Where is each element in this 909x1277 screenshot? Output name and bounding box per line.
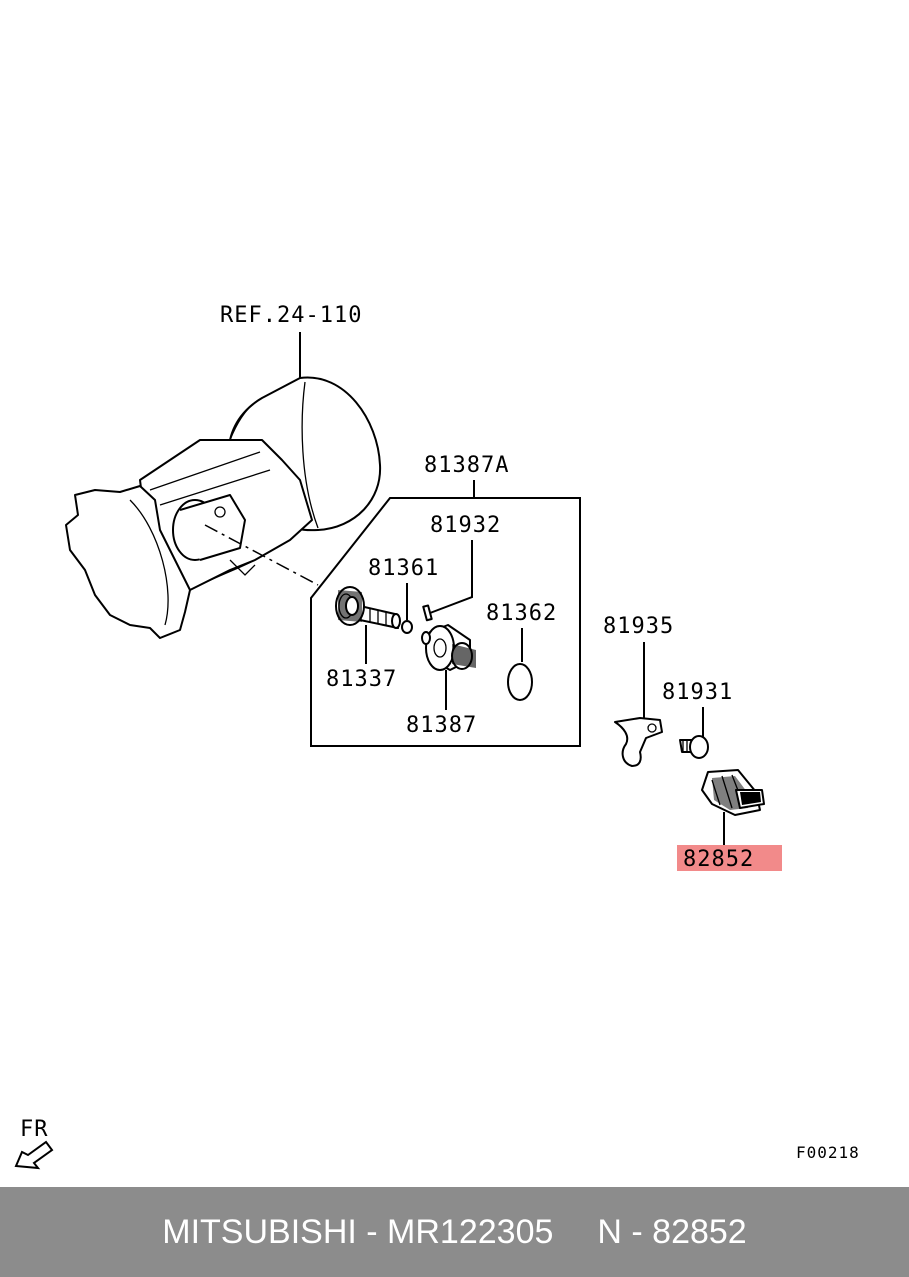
pin-81932 — [422, 604, 433, 622]
part-81361-label: 81361 — [368, 556, 439, 581]
part-81931-label: 81931 — [662, 680, 733, 705]
oring-81361 — [401, 620, 413, 634]
part-82852-highlight — [677, 845, 782, 871]
bolt-81931 — [679, 735, 709, 759]
ref-label: REF.24-110 — [220, 303, 362, 328]
front-indicator-label: FR — [20, 1117, 49, 1142]
assembly-frame — [310, 497, 581, 747]
front-arrow-icon — [14, 1140, 54, 1170]
oring-81362 — [507, 663, 533, 701]
gear-shaft-81337 — [335, 586, 401, 629]
footer-part-number: MITSUBISHI - MR122305 — [162, 1212, 554, 1251]
part-81932-leader — [429, 540, 473, 614]
footer-bar: MITSUBISHI - MR122305 N - 82852 — [0, 1187, 909, 1277]
footer-reference: N - 82852 — [597, 1212, 747, 1251]
part-81362-label: 81362 — [486, 601, 557, 626]
figure-code: F00218 — [796, 1143, 860, 1162]
sleeve-81387 — [421, 624, 476, 671]
part-82852-label: 82852 — [683, 847, 754, 872]
part-81932-label: 81932 — [430, 513, 501, 538]
part-81387-label: 81387 — [406, 713, 477, 738]
speed-sensor-82852 — [701, 769, 765, 816]
alignment-dashed-line — [204, 524, 319, 586]
transmission-housing — [65, 376, 382, 639]
part-81935-label: 81935 — [603, 614, 674, 639]
lock-plate-81935 — [614, 717, 663, 767]
parts-diagram: REF.24-110 81387A 81932 81361 81362 8133… — [14, 303, 860, 1170]
part-81337-label: 81337 — [326, 667, 397, 692]
assy-label: 81387A — [424, 453, 509, 478]
